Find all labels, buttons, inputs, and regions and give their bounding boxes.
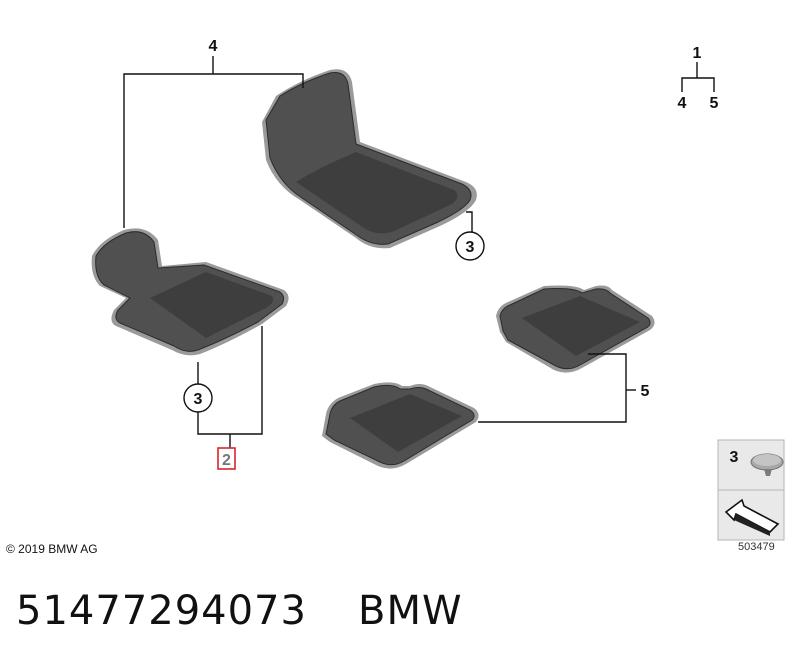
legend-sub-front[interactable]: 4 xyxy=(678,95,687,112)
clip-callout-front-left[interactable]: 3 xyxy=(183,383,213,413)
front-left-mat[interactable] xyxy=(91,228,289,356)
direction-arrow-icon xyxy=(724,498,780,536)
rear-left-mat[interactable] xyxy=(322,382,479,469)
part-number: 51477294073 xyxy=(16,588,307,634)
clip-callout-front-right[interactable]: 3 xyxy=(455,231,485,261)
brand-name: BMW xyxy=(358,588,463,634)
callout-set-all[interactable]: 1 xyxy=(693,45,702,62)
legend-sub-rear[interactable]: 5 xyxy=(710,95,719,112)
front-right-mat[interactable] xyxy=(262,69,477,249)
rear-right-mat[interactable] xyxy=(496,285,655,373)
clip-part-icon xyxy=(750,453,784,476)
callout-set-front[interactable]: 4 xyxy=(209,38,218,55)
callout-set-rear[interactable]: 5 xyxy=(641,383,650,400)
callout-3a: 3 xyxy=(466,239,475,256)
callout-3b: 3 xyxy=(194,391,203,408)
inset-clip-number: 3 xyxy=(730,449,739,466)
highlighted-callout-front-left-mat[interactable]: 2 xyxy=(217,447,236,470)
leader-lines xyxy=(123,56,715,448)
diagram-reference-number: 503479 xyxy=(738,541,775,553)
copyright-notice: © 2019 BMW AG xyxy=(6,542,98,556)
callout-2: 2 xyxy=(222,452,231,469)
inset-box: 3 xyxy=(717,439,785,541)
